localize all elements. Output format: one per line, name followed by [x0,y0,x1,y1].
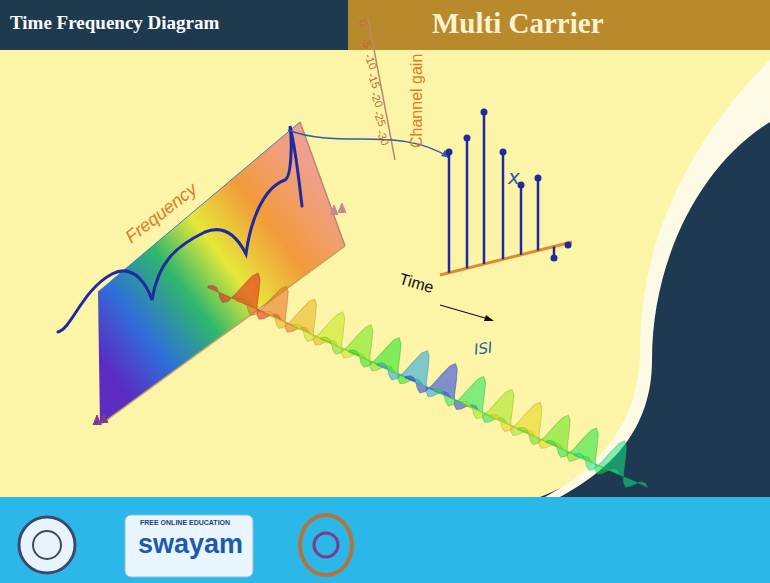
pulse-train [205,257,661,496]
time-arrowhead [484,315,494,321]
logo-text: FREE ONLINE EDUCATION [140,519,230,527]
header-right [348,0,770,50]
stem-plot [440,109,572,276]
handwritten-note: ISI [473,339,493,358]
panel-edge [300,122,345,246]
channel-gain-curve [58,126,302,332]
time-arrow [440,305,492,320]
corner-sweep-edge [545,60,770,497]
slide-topic: Multi Carrier [432,8,604,40]
panel-edge [98,122,300,292]
header-left [0,0,348,50]
logo-text: swayam [138,530,243,560]
handwritten-note: x [508,166,520,188]
footer-bar [0,497,770,583]
tick-label: -15 [366,71,383,90]
axis-label: Time [397,270,435,297]
slide-heading: Time Frequency Diagram [10,13,219,34]
axis-label: Channel gain [408,54,426,148]
carrier-marker [93,413,108,425]
leader-arrow [288,130,450,158]
carrier-marker [330,203,346,215]
footer-logos [19,515,352,577]
